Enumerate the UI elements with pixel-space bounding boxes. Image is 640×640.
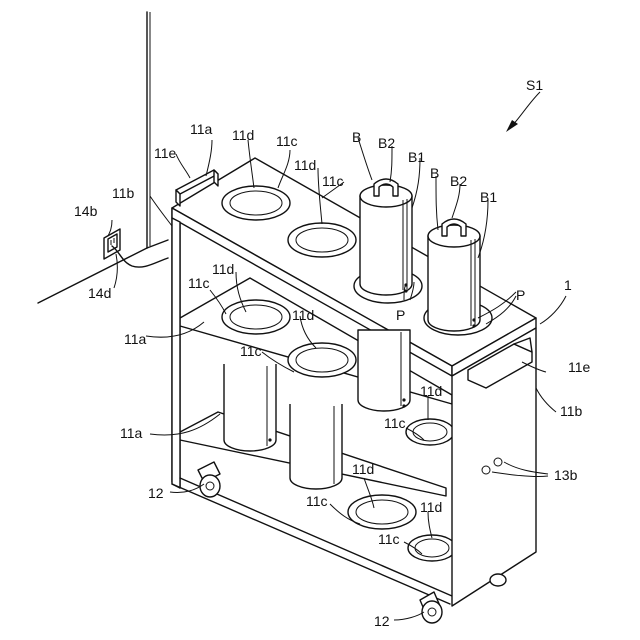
caster-left (198, 462, 220, 497)
label-rack: 1 (564, 277, 572, 293)
label-11c-top-a: 11c (276, 133, 298, 149)
label-11c-top-b: 11c (322, 173, 344, 189)
s1-arrowhead (506, 120, 518, 132)
label-14d: 14d (88, 285, 111, 301)
bottle-left (360, 179, 412, 295)
label-11e-right: 11e (568, 359, 591, 375)
label-b2-left: B2 (378, 135, 395, 151)
bottle-lower-left (224, 364, 276, 451)
label-11d-mid-a: 11d (212, 261, 234, 277)
bottle-lower-mid (290, 404, 342, 489)
label-b1-left: B1 (408, 149, 425, 165)
label-p-right: P (516, 287, 525, 303)
label-11c-mid-c: 11c (384, 415, 406, 431)
label-b-left: B (352, 129, 361, 145)
label-11a-top: 11a (190, 121, 213, 137)
label-b-right: B (430, 165, 439, 181)
wall-outlet (104, 229, 120, 259)
label-s1: S1 (526, 77, 543, 93)
label-11c-mid-b: 11c (240, 343, 262, 359)
label-11c-low-a: 11c (306, 493, 328, 509)
label-11b-left: 11b (112, 185, 135, 201)
label-14b: 14b (74, 203, 98, 219)
caster-rear (490, 574, 506, 586)
wall-and-floor (38, 12, 168, 303)
label-b1-right: B1 (480, 189, 497, 205)
label-11d-low-a: 11d (352, 461, 374, 477)
label-12-left: 12 (148, 485, 164, 501)
label-11d-top-a: 11d (232, 127, 254, 143)
label-11d-mid-b: 11d (292, 307, 314, 323)
label-11e-left: 11e (154, 145, 177, 161)
label-11b-right: 11b (560, 403, 583, 419)
label-13b: 13b (554, 467, 578, 483)
label-11d-low-b: 11d (420, 499, 442, 515)
label-11d-mid-c: 11d (420, 383, 442, 399)
caster-right (420, 592, 442, 623)
label-p-left: P (396, 307, 405, 323)
bottle-right (428, 219, 480, 331)
label-11a-low: 11a (120, 425, 143, 441)
label-11c-mid-a: 11c (188, 275, 210, 291)
label-b2-right: B2 (450, 173, 467, 189)
label-11c-low-b: 11c (378, 531, 400, 547)
label-12-right: 12 (374, 613, 390, 629)
label-11a-mid: 11a (124, 331, 147, 347)
label-11d-top-b: 11d (294, 157, 316, 173)
